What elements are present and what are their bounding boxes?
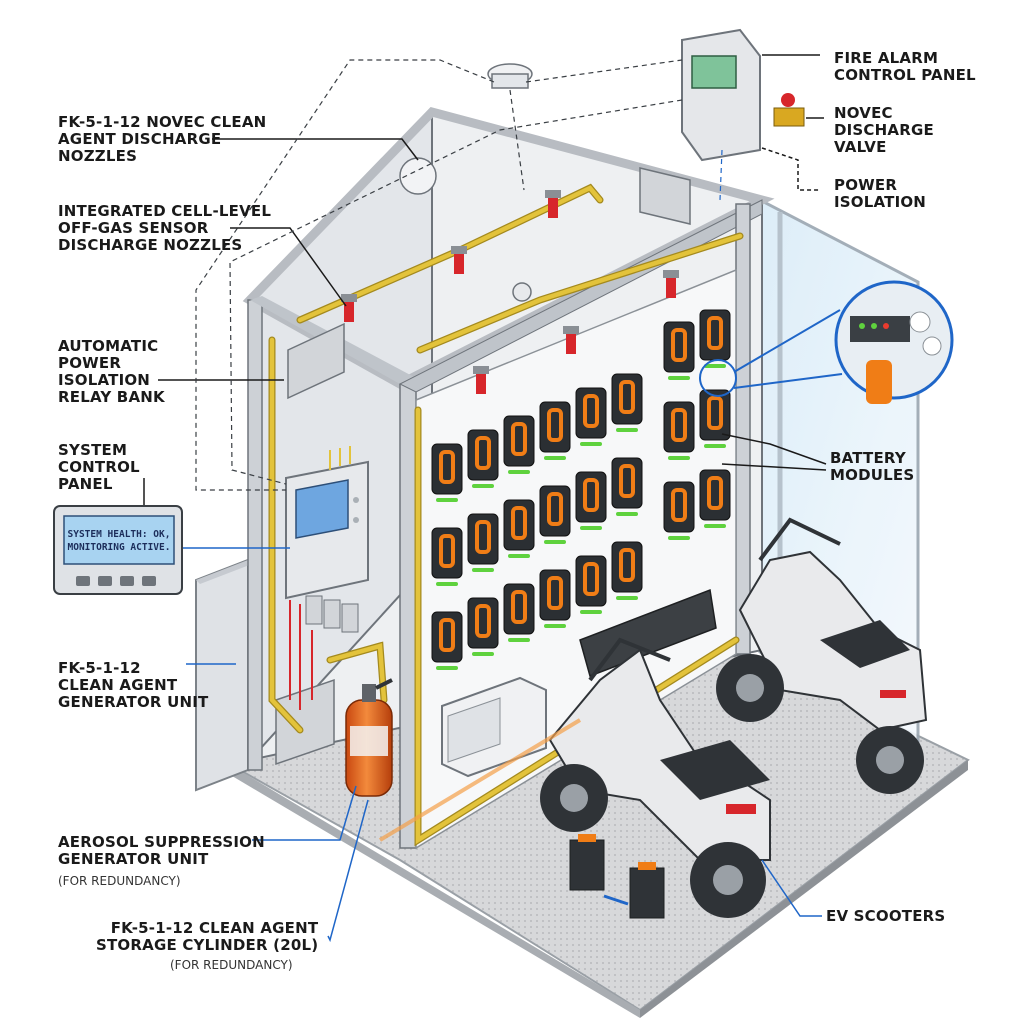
label-novec-nozzles: FK-5-1-12 NOVEC CLEAN AGENT DISCHARGE NO… [58, 113, 267, 165]
battery-module [611, 541, 643, 600]
label-battery-modules: BATTERY MODULES [830, 449, 915, 484]
battery-module [503, 415, 535, 474]
label-power-relay: AUTOMATIC POWER ISOLATION RELAY BANK [58, 337, 165, 406]
battery-module [467, 429, 499, 488]
battery-module [539, 569, 571, 628]
battery-module [575, 555, 607, 614]
smoke-detector-icon [399, 63, 533, 195]
leader-lines [143, 54, 827, 943]
agent-piping [268, 183, 744, 847]
vent-grilles [275, 167, 691, 766]
nozzle-6-icon [663, 270, 679, 298]
power-isolation-relays [289, 446, 359, 710]
discharge-nozzles [341, 190, 679, 394]
fire-alarm-panel [681, 28, 805, 162]
system-control-monitor [53, 505, 183, 595]
nozzle-2-icon [451, 246, 467, 274]
label-system-control: SYSTEM CONTROL PANEL [58, 441, 140, 493]
battery-module [663, 321, 695, 380]
label-offgas-sensor: INTEGRATED CELL-LEVEL OFF-GAS SENSOR DIS… [58, 202, 272, 254]
label-fire-alarm: FIRE ALARM CONTROL PANEL [834, 49, 976, 84]
label-storage-note: (FOR REDUNDANCY) [170, 958, 293, 972]
battery-module [699, 309, 731, 368]
battery-module [431, 527, 463, 586]
battery-module [575, 471, 607, 530]
label-storage-cylinder: FK-5-1-12 CLEAN AGENT STORAGE CYLINDER (… [96, 919, 319, 954]
nozzle-1-icon [341, 294, 357, 322]
clean-agent-cylinder [345, 678, 393, 797]
battery-module [431, 443, 463, 502]
battery-module [611, 457, 643, 516]
battery-module [467, 513, 499, 572]
battery-module-rack [431, 309, 731, 670]
battery-module [467, 597, 499, 656]
swap-arrow-icon [603, 894, 629, 906]
label-aerosol-note: (FOR REDUNDANCY) [58, 874, 181, 888]
floor-glow-line [378, 718, 582, 842]
label-ev-scooters: EV SCOOTERS [826, 907, 946, 925]
control-panel-status-text: SYSTEM HEALTH: OK, MONITORING ACTIVE. [67, 529, 171, 553]
module-zoom-callout [699, 280, 954, 404]
battery-module [431, 611, 463, 670]
valve-icon [773, 93, 805, 127]
offgas-sensor-icon [512, 282, 532, 302]
battery-module [663, 401, 695, 460]
cabinet-control-panel [285, 460, 369, 600]
label-generator-unit: FK-5-1-12 CLEAN AGENT GENERATOR UNIT [58, 659, 209, 711]
nozzle-3-icon [545, 190, 561, 218]
swappable-batteries [569, 834, 665, 919]
battery-module [503, 499, 535, 558]
label-power-isolation: POWER ISOLATION [834, 176, 927, 211]
battery-module [699, 389, 731, 448]
label-aerosol-unit: AEROSOL SUPPRESSION GENERATOR UNIT [58, 833, 265, 868]
nozzle-4-icon [473, 366, 489, 394]
battery-module [539, 485, 571, 544]
battery-module [663, 481, 695, 540]
signal-wiring [195, 59, 723, 491]
battery-module [539, 401, 571, 460]
battery-module [699, 469, 731, 528]
nozzle-5-icon [563, 326, 579, 354]
battery-module [503, 583, 535, 642]
label-novec-valve: NOVEC DISCHARGE VALVE [834, 104, 934, 156]
aerosol-generator-box [441, 588, 717, 778]
battery-module [611, 373, 643, 432]
ev-scooter-rear [716, 517, 928, 794]
ev-scooter-front [540, 637, 771, 918]
battery-module [575, 387, 607, 446]
